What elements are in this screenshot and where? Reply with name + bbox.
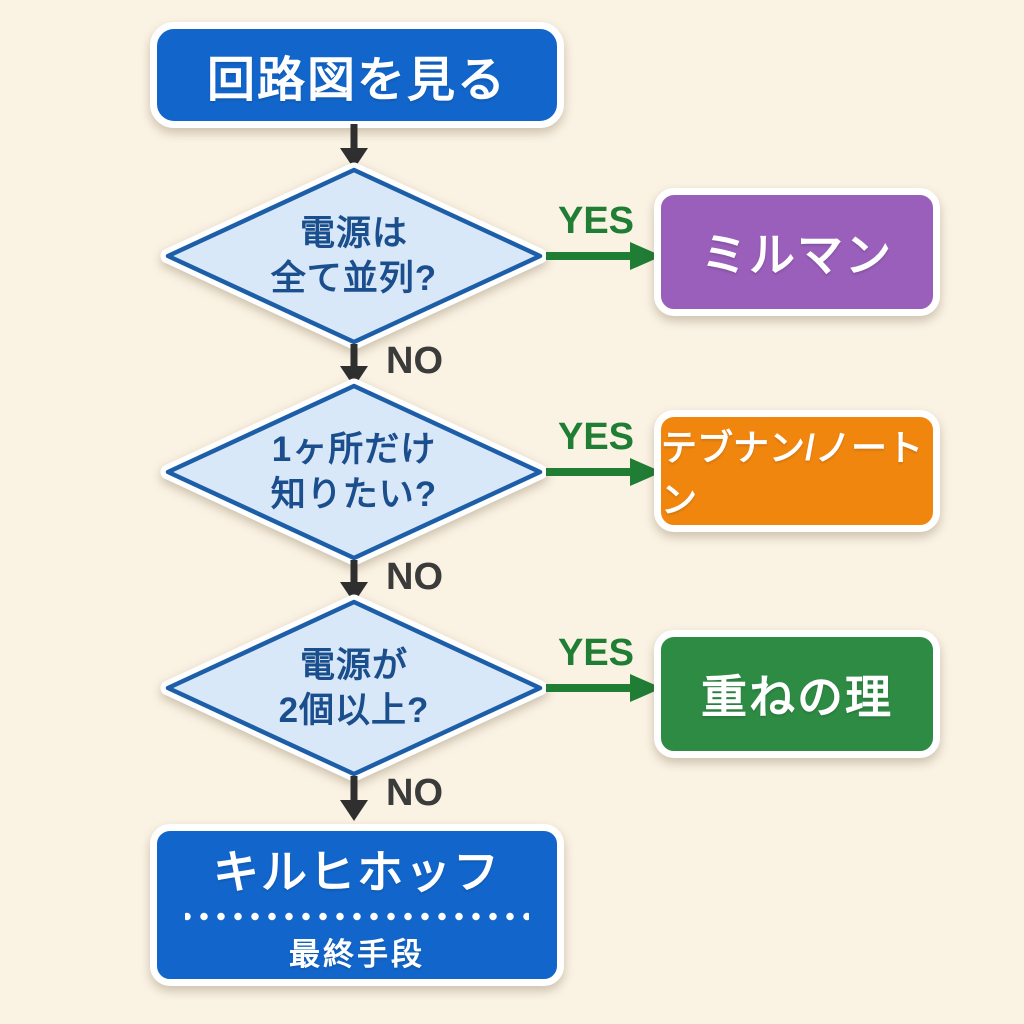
yes-label-1: YES: [557, 200, 635, 242]
decision1-line1: 電源は: [299, 213, 408, 253]
start-node-label: 回路図を見る: [206, 54, 507, 107]
result-thevenin-label: テブナン/ノートン: [661, 427, 924, 520]
result-millman-label: ミルマン: [701, 229, 893, 281]
result-node-superposition: 重ねの理: [654, 630, 940, 758]
decision-node-all-parallel: 電源は 全て並列?: [160, 162, 548, 350]
yes-label-3: YES: [557, 632, 635, 674]
arrow-no-decision3-to-final: [334, 776, 374, 822]
arrow-yes-decision3-to-superposition: [546, 670, 664, 706]
arrow-yes-decision2-to-thevenin: [546, 454, 664, 490]
decision1-line2: 全て並列?: [270, 259, 438, 298]
decision3-line1: 電源が: [299, 645, 408, 685]
arrow-no-decision1-to-decision2: [334, 344, 374, 388]
diamond-shape: [160, 162, 548, 350]
arrow-no-decision2-to-decision3: [334, 560, 374, 604]
decision2-line1: 1ヶ所だけ: [271, 429, 437, 469]
yes-label-2: YES: [557, 416, 635, 458]
decision2-line2: 知りたい?: [270, 475, 438, 514]
no-label-3: NO: [386, 772, 443, 814]
decision3-line2: 2個以上?: [278, 691, 430, 730]
final-node-subtitle: 最終手段: [289, 937, 425, 972]
diamond-shape: [160, 594, 548, 782]
arrow-down-start-to-decision1: [334, 124, 374, 170]
decision3-question: 電源が 2個以上?: [160, 594, 548, 782]
final-node-kirchhoff: キルヒホッフ 最終手段: [150, 824, 564, 986]
start-node: 回路図を見る: [150, 22, 564, 128]
result-node-millman: ミルマン: [654, 188, 940, 316]
no-label-2: NO: [386, 556, 443, 598]
decision-node-two-sources: 電源が 2個以上?: [160, 594, 548, 782]
final-node-title: キルヒホッフ: [213, 846, 501, 898]
dotted-divider: [185, 912, 529, 921]
arrow-yes-decision1-to-millman: [546, 238, 664, 274]
diamond-shape: [160, 378, 548, 566]
decision1-question: 電源は 全て並列?: [160, 162, 548, 350]
result-node-thevenin-norton: テブナン/ノートン: [654, 410, 940, 532]
result-superposition-label: 重ねの理: [701, 671, 893, 723]
decision2-question: 1ヶ所だけ 知りたい?: [160, 378, 548, 566]
no-label-1: NO: [386, 340, 443, 382]
decision-node-one-point: 1ヶ所だけ 知りたい?: [160, 378, 548, 566]
